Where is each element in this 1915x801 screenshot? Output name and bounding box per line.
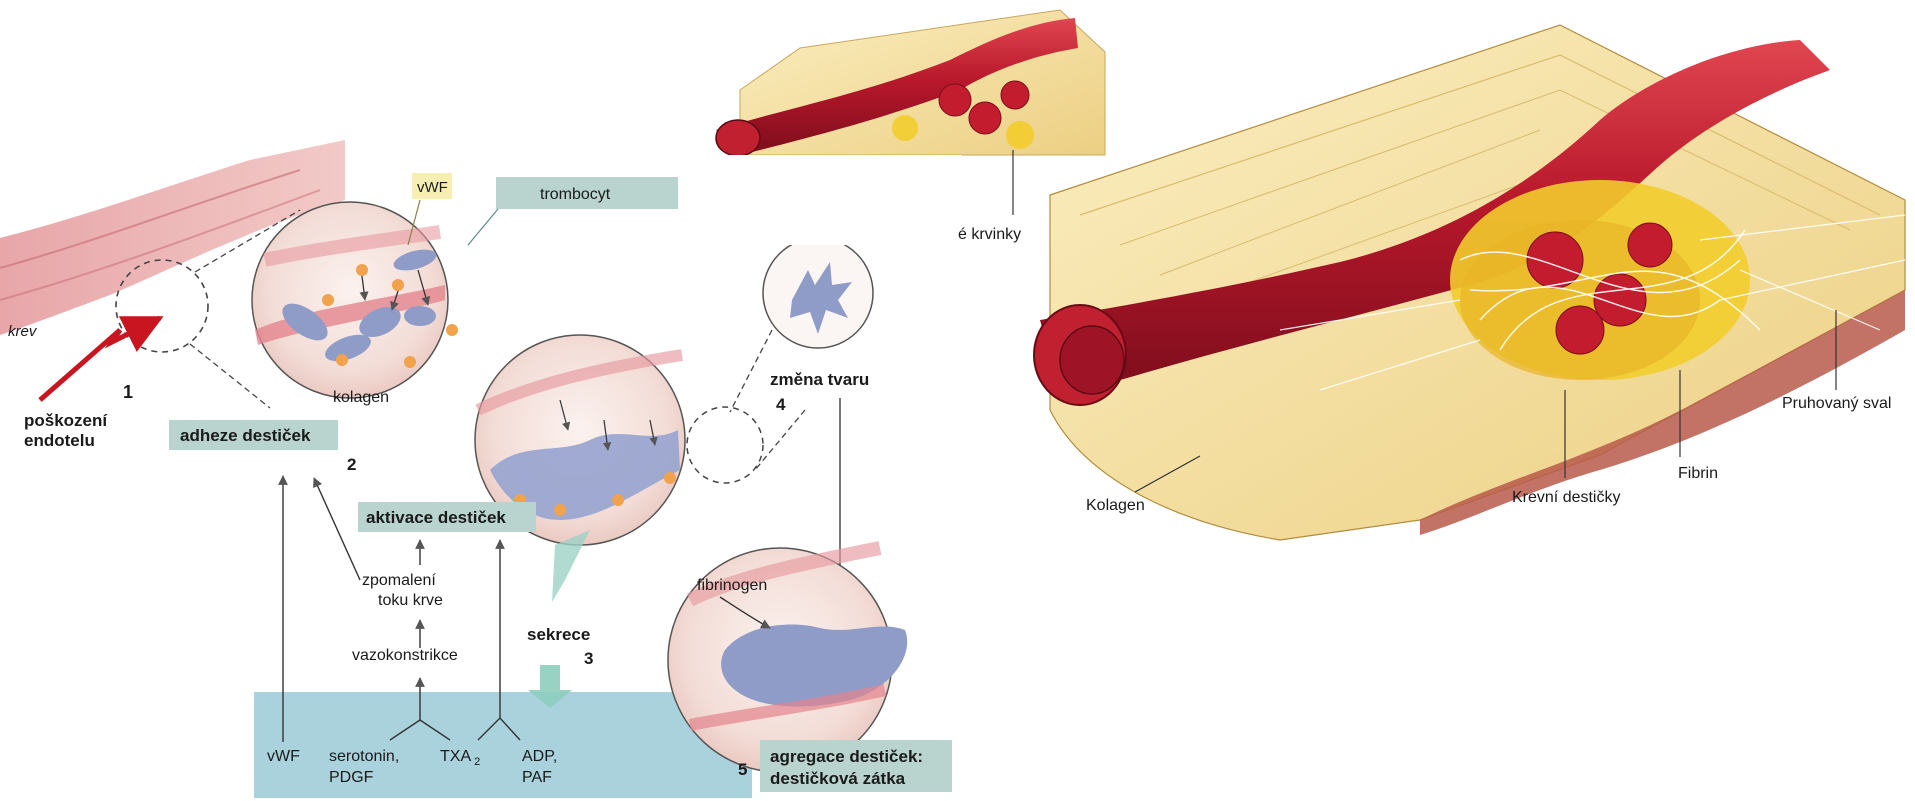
- step2-number: 2: [347, 455, 356, 474]
- adp-line2: PAF: [522, 769, 552, 786]
- fibrin-label: Fibrin: [1678, 465, 1718, 482]
- serotonin-line2: PDGF: [329, 769, 374, 786]
- agregace-box-line1: agregace destiček:: [770, 747, 923, 766]
- small-top-illustration: é krvinky: [700, 0, 1105, 245]
- small-cut-label: é krvinky: [958, 226, 1021, 243]
- bottom-vwf-label: vWF: [267, 748, 300, 765]
- agregace-box-line2: destičková zátka: [770, 769, 906, 788]
- damage-circle: [116, 260, 208, 352]
- zpomaleni-line1: zpomalení: [362, 572, 436, 589]
- kolagen-label: kolagen: [333, 389, 389, 406]
- aktivace-box-label: aktivace destiček: [366, 508, 506, 527]
- step4-number: 4: [776, 395, 786, 414]
- krev-label: krev: [8, 323, 38, 340]
- right-illustration: Kolagen Krevní destičky Fibrin Pruhovaný…: [1034, 25, 1905, 540]
- zmena-tvaru-label: změna tvaru: [770, 370, 869, 389]
- zpomaleni-line2: toku krve: [378, 592, 443, 609]
- adheze-box-label: adheze destiček: [180, 426, 311, 445]
- pruhovany-sval-label: Pruhovaný sval: [1782, 395, 1891, 412]
- damage-arrow: [40, 318, 160, 400]
- sekrece-label: sekrece: [527, 625, 590, 644]
- step3-number: 3: [584, 649, 593, 668]
- step1-label-line2: endotelu: [24, 431, 95, 450]
- krevni-desticky-label: Krevní destičky: [1512, 489, 1620, 506]
- serotonin-line1: serotonin,: [329, 748, 399, 765]
- trombocyt-tag-label: trombocyt: [540, 186, 611, 203]
- fibrinogen-label: fibrinogen: [697, 577, 767, 594]
- vazokonstrikce-label: vazokonstrikce: [352, 647, 458, 664]
- step5-number: 5: [738, 760, 747, 779]
- step1-number: 1: [123, 382, 133, 402]
- adp-line1: ADP,: [522, 748, 557, 765]
- vwf-tag-label: vWF: [417, 179, 448, 196]
- step1-label-line1: poškození: [24, 411, 108, 430]
- platelet: [404, 306, 436, 326]
- kolagen-right-label: Kolagen: [1086, 497, 1145, 514]
